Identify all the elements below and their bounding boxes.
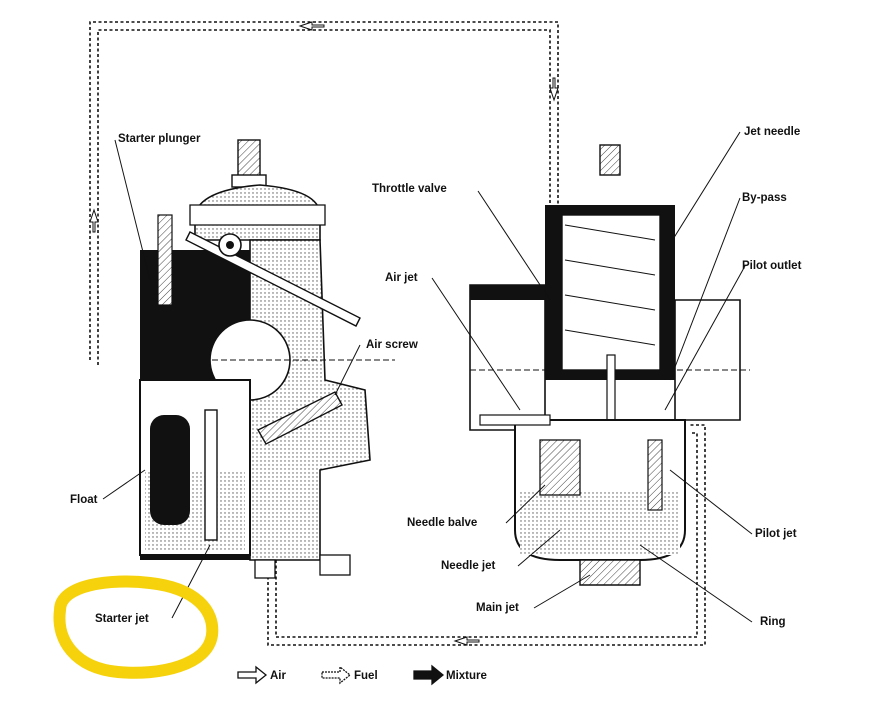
leader-ring <box>639 544 753 623</box>
mixture-arrow-icon <box>413 664 445 686</box>
leader-air-screw <box>334 344 361 396</box>
label-ring: Ring <box>760 616 786 628</box>
air-arrow-icon <box>237 665 268 685</box>
leader-pilot-outlet <box>664 265 746 411</box>
label-jet-needle: Jet needle <box>744 126 800 138</box>
leader-float <box>102 469 146 500</box>
leader-air-jet <box>431 277 521 411</box>
highlight-circle <box>53 575 219 679</box>
leader-by-pass <box>669 197 741 381</box>
label-main-jet: Main jet <box>476 602 519 614</box>
label-air-jet: Air jet <box>385 272 418 284</box>
air-path-loop <box>89 21 559 365</box>
fuel-arrow-icon <box>321 665 352 685</box>
leader-throttle-valve <box>477 190 551 301</box>
label-pilot-outlet: Pilot outlet <box>742 260 802 272</box>
label-by-pass: By-pass <box>742 192 787 204</box>
legend-air-label: Air <box>270 670 287 682</box>
leader-starter-plunger <box>114 139 151 281</box>
leader-starter-jet <box>171 544 211 619</box>
label-float: Float <box>70 494 98 506</box>
fuel-path-loop <box>267 424 706 646</box>
leader-jet-needle <box>659 131 741 261</box>
label-throttle-valve: Throttle valve <box>372 183 447 195</box>
left-carburetor-body <box>139 139 395 579</box>
label-air-screw: Air screw <box>366 339 418 351</box>
legend-fuel-label: Fuel <box>354 670 378 682</box>
legend: Air Fuel Mixture <box>237 664 487 686</box>
leader-needle-jet <box>517 529 561 567</box>
label-starter-plunger: Starter plunger <box>118 133 201 145</box>
leader-lines <box>102 131 753 623</box>
leader-pilot-jet <box>669 469 753 535</box>
leader-needle-valve <box>505 484 546 524</box>
legend-mixture-label: Mixture <box>446 670 487 682</box>
label-needle-valve: Needle balve <box>407 517 477 529</box>
right-carburetor-body <box>469 144 750 586</box>
label-needle-jet: Needle jet <box>441 560 495 572</box>
part-labels: Starter plunger Throttle valve Air jet A… <box>70 126 802 628</box>
label-pilot-jet: Pilot jet <box>755 528 797 540</box>
label-starter-jet: Starter jet <box>95 613 149 625</box>
leader-main-jet <box>533 574 591 609</box>
